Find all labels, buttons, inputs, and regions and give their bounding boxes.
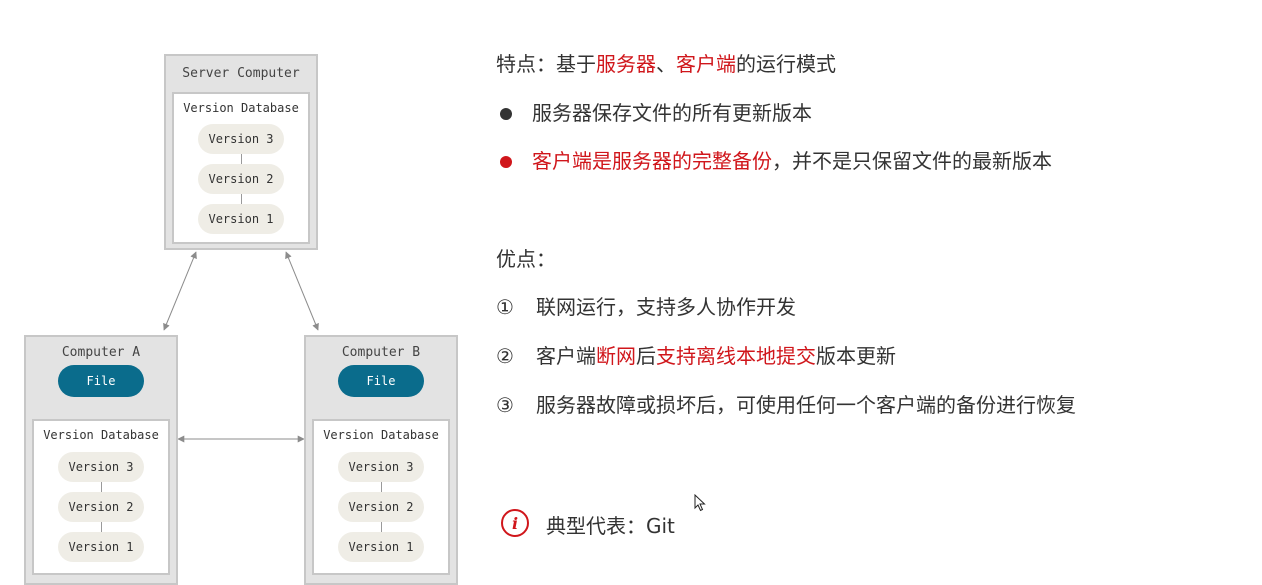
server-computer: Server Computer Version Database Version…	[164, 54, 318, 250]
advantage-item-3: ③ 服务器故障或损坏后，可使用任何一个客户端的备份进行恢复	[496, 389, 1076, 418]
file-pill: File	[58, 365, 144, 397]
distributed-vcs-diagram: Server Computer Version Database Version…	[0, 0, 480, 585]
advantage-item-1: ① 联网运行，支持多人协作开发	[496, 291, 796, 320]
advantage-item-2-part-3: 后	[636, 344, 656, 368]
version-3-pill: Version 3	[338, 452, 424, 482]
advantage-item-2-part-5: 版本更新	[816, 344, 896, 368]
version-connector	[101, 482, 102, 492]
version-database-title: Version Database	[323, 428, 439, 442]
item-number: ③	[496, 393, 514, 417]
feature-bullet-2: 客户端是服务器的完整备份，并不是只保留文件的最新版本	[496, 145, 1052, 174]
svg-text:i: i	[512, 514, 518, 533]
server-computer-title: Server Computer	[182, 66, 300, 81]
computer-a-version-database: Version Database Version 3 Version 2 Ver…	[32, 419, 170, 575]
version-2-pill: Version 2	[338, 492, 424, 522]
mouse-cursor-icon	[694, 494, 706, 512]
features-heading-suffix: 的运行模式	[736, 52, 836, 76]
bullet-dot-icon	[500, 107, 512, 120]
version-database-title: Version Database	[183, 101, 299, 115]
computer-a-title: Computer A	[61, 345, 141, 360]
advantage-item-3-text: 服务器故障或损坏后，可使用任何一个客户端的备份进行恢复	[536, 393, 1076, 417]
version-3-pill: Version 3	[58, 452, 144, 482]
advantages-heading: 优点：	[496, 247, 556, 271]
version-connector	[381, 482, 382, 492]
version-1-pill: Version 1	[198, 204, 284, 234]
advantage-item-2: ② 客户端断网后支持离线本地提交版本更新	[496, 340, 896, 369]
item-number: ①	[496, 295, 514, 319]
arrow-server-computer-b	[285, 251, 319, 331]
advantage-item-2-part-1: 客户端	[536, 344, 596, 368]
version-3-pill: Version 3	[198, 124, 284, 154]
version-connector	[241, 194, 242, 204]
computer-a: Computer A File Version Database Version…	[24, 335, 178, 585]
computer-b: Computer B File Version Database Version…	[304, 335, 458, 585]
feature-bullet-2-highlight: 客户端是服务器的完整备份	[532, 149, 772, 173]
feature-bullet-1-text: 服务器保存文件的所有更新版本	[532, 101, 812, 125]
version-connector	[381, 522, 382, 532]
computer-b-title: Computer B	[341, 345, 421, 360]
computer-b-version-database: Version Database Version 3 Version 2 Ver…	[312, 419, 450, 575]
typical-representative: 典型代表：Git	[546, 514, 675, 538]
description-panel: 特点：基于服务器、客户端的运行模式 服务器保存文件的所有更新版本 客户端是服务器…	[496, 0, 1256, 576]
features-heading-prefix: 特点：基于	[496, 52, 596, 76]
bullet-dot-icon	[500, 155, 512, 168]
advantage-item-1-text: 联网运行，支持多人协作开发	[536, 295, 796, 319]
feature-bullet-1: 服务器保存文件的所有更新版本	[496, 97, 812, 126]
item-number: ②	[496, 344, 514, 368]
info-circle-icon: i	[501, 509, 529, 537]
version-1-pill: Version 1	[58, 532, 144, 562]
version-connector	[101, 522, 102, 532]
version-connector	[241, 154, 242, 164]
advantage-item-2-part-2: 断网	[596, 344, 636, 368]
version-database-title: Version Database	[43, 428, 159, 442]
arrow-server-computer-a	[163, 251, 197, 331]
features-heading: 特点：基于服务器、客户端的运行模式	[496, 48, 836, 77]
feature-bullet-2-rest: ，并不是只保留文件的最新版本	[772, 149, 1052, 173]
features-heading-server: 服务器	[596, 52, 656, 76]
file-pill: File	[338, 365, 424, 397]
version-1-pill: Version 1	[338, 532, 424, 562]
features-heading-sep: 、	[656, 52, 676, 76]
features-heading-client: 客户端	[676, 52, 736, 76]
advantage-item-2-part-4: 支持离线本地提交	[656, 344, 816, 368]
server-version-database: Version Database Version 3 Version 2 Ver…	[172, 92, 310, 244]
version-2-pill: Version 2	[58, 492, 144, 522]
version-2-pill: Version 2	[198, 164, 284, 194]
